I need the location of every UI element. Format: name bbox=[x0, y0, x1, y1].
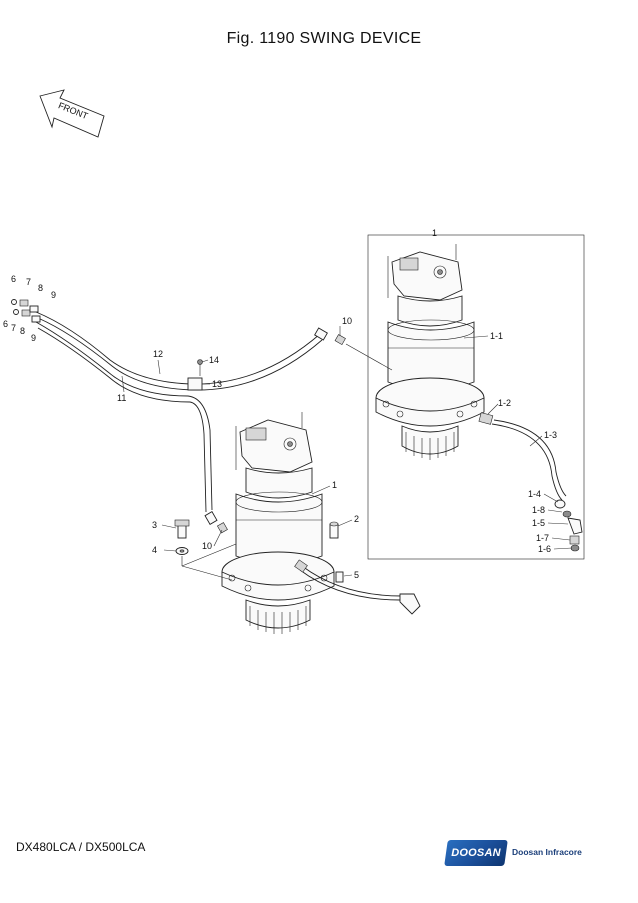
callout-5: 5 bbox=[354, 570, 359, 580]
callout-1-3: 1-3 bbox=[544, 430, 557, 440]
callout-11: 11 bbox=[117, 393, 126, 403]
callout-labels: 1 1-1 1-2 1-3 1-4 1-8 1-5 1-7 1-6 1 2 3 … bbox=[3, 228, 557, 580]
callout-1-5: 1-5 bbox=[532, 518, 545, 528]
callout-2: 2 bbox=[354, 514, 359, 524]
callout-9-bottom: 9 bbox=[31, 333, 36, 343]
callout-1-8: 1-8 bbox=[532, 505, 545, 515]
callout-1-6: 1-6 bbox=[538, 544, 551, 554]
callout-4: 4 bbox=[152, 545, 157, 555]
callout-9-top: 9 bbox=[51, 290, 56, 300]
callout-13: 13 bbox=[212, 379, 222, 389]
callout-10-upper: 10 bbox=[342, 316, 352, 326]
callout-8-top: 8 bbox=[38, 283, 43, 293]
callout-10-lower: 10 bbox=[202, 541, 212, 551]
assembly-detail-box bbox=[367, 234, 585, 560]
doosan-logo-text: DOOSAN bbox=[451, 847, 501, 859]
callout-8-bottom: 8 bbox=[20, 326, 25, 336]
loose-parts bbox=[174, 519, 344, 583]
callout-1-1: 1-1 bbox=[490, 331, 503, 341]
figure-title: Fig. 1190 SWING DEVICE bbox=[226, 30, 422, 47]
callout-7-top: 7 bbox=[26, 277, 31, 287]
front-arrow: FRONT bbox=[39, 89, 105, 138]
callout-14: 14 bbox=[209, 355, 219, 365]
swing-motor-main bbox=[221, 412, 335, 634]
hose-assembly-detail bbox=[478, 412, 583, 552]
callout-3: 3 bbox=[152, 520, 157, 530]
callout-6-top: 6 bbox=[11, 274, 16, 284]
pilot-hoses bbox=[11, 299, 393, 534]
brand-logo: DOOSAN Doosan Infracore bbox=[444, 840, 586, 866]
callout-leaders bbox=[121, 326, 573, 577]
model-designation: DX480LCA / DX500LCA bbox=[16, 840, 146, 854]
callout-6-bottom: 6 bbox=[3, 319, 8, 329]
doosan-logo-mark: DOOSAN bbox=[444, 840, 508, 866]
brand-name: Doosan Infracore bbox=[512, 847, 582, 857]
callout-12: 12 bbox=[153, 349, 163, 359]
callout-1-4: 1-4 bbox=[528, 489, 541, 499]
callout-1: 1 bbox=[332, 480, 337, 490]
callout-7-bottom: 7 bbox=[11, 323, 16, 333]
swing-motor-detail bbox=[375, 244, 485, 460]
callout-1-box: 1 bbox=[432, 228, 437, 238]
callout-1-7: 1-7 bbox=[536, 533, 549, 543]
callout-1-2: 1-2 bbox=[498, 398, 511, 408]
drain-hose-main bbox=[294, 559, 421, 615]
